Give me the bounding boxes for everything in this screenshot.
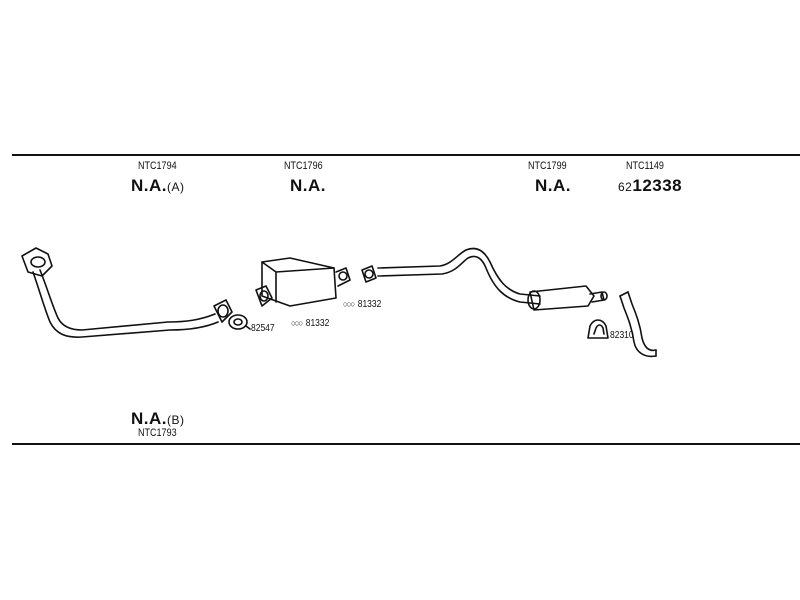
part-code-3: NTC1799 [528,160,567,172]
fitting-82310-number: 82310 [610,330,634,341]
part-code-1: NTC1794 [138,160,177,172]
part-status-1: N.A.(A) [131,177,185,194]
bottom-part-status: N.A.(B) [131,410,185,427]
part-number-4-main: 12338 [632,176,683,195]
fitting-82310: 82310 [610,331,634,341]
fitting-82547: 82547 [251,324,275,334]
fitting-81332-a-symbol: ○○○ [291,318,303,328]
bottom-rule [12,443,800,445]
part-number-4: 6212338 [618,177,682,194]
fitting-82547-number: 82547 [251,323,275,334]
fitting-81332-b-symbol: ○○○ [343,299,355,309]
intermediate-pipe [361,247,541,305]
fitting-81332-b-number: 81332 [357,299,382,310]
bottom-part-code: NTC1793 [138,427,177,439]
part-code-4: NTC1149 [626,160,664,172]
part-status-1-main: N.A. [131,176,167,195]
front-silencer [255,257,351,307]
fitting-81332-a: ○○○81332 [291,319,329,329]
clamp-82310 [587,319,609,339]
gasket-82547 [228,314,251,330]
part-number-4-prefix: 62 [618,180,633,194]
part-status-2: N.A. [290,176,326,195]
bottom-part-status-main: N.A. [131,409,167,428]
fitting-81332-b: ○○○81332 [343,300,381,310]
fitting-81332-a-number: 81332 [305,318,330,329]
part-code-2: NTC1796 [284,160,323,172]
part-status-1-suffix: (A) [167,180,185,194]
tail-pipe [619,291,657,358]
part-status-3: N.A. [535,176,571,195]
rear-silencer [527,285,608,311]
front-pipe [21,247,233,338]
top-rule [12,154,800,156]
bottom-part-status-suffix: (B) [167,413,185,427]
